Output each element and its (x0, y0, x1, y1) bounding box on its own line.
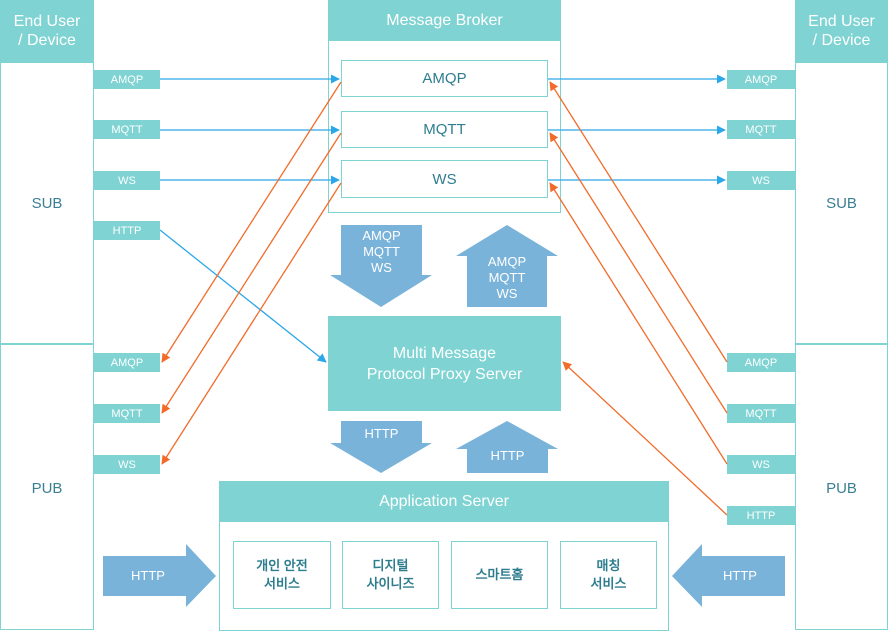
proxy-server: Multi Message Protocol Proxy Server (328, 316, 561, 411)
service-matching: 매칭 서비스 (560, 541, 657, 609)
right-sub-tag-ws: WS (727, 171, 795, 190)
right-pub-label: PUB (826, 480, 857, 497)
right-pub-tag-amqp: AMQP (727, 353, 795, 372)
http-up-label: HTTP (490, 448, 525, 463)
orange-arrow-right-ws-to-broker (549, 182, 728, 465)
right-pub-panel (795, 344, 888, 630)
http-left-label: HTTP (723, 568, 757, 583)
broker-header: Message Broker (328, 0, 561, 40)
right-pub-tag-mqtt: MQTT (727, 404, 795, 423)
orange-arrow-right-mqtt-to-broker (549, 132, 728, 414)
service-digital-signage: 디지털 사이니즈 (342, 541, 439, 609)
left-sub-tag-amqp: AMQP (94, 70, 160, 89)
http-left-block-arrow (672, 544, 785, 607)
left-pub-panel (0, 344, 94, 630)
right-sub-label: SUB (826, 195, 857, 212)
left-pub-tag-mqtt: MQTT (94, 404, 160, 423)
orange-arrow-right-amqp-to-broker (549, 81, 728, 363)
broker-down-label: AMQP MQTT WS (362, 228, 401, 275)
http-up-block-arrow (456, 421, 558, 473)
broker-amqp-box: AMQP (341, 60, 548, 97)
right-sub-panel (795, 62, 888, 344)
http-right-label: HTTP (131, 568, 165, 583)
orange-arrow-amqp-to-left-pub (161, 81, 342, 363)
left-sub-panel (0, 62, 94, 344)
right-device-header: End User / Device (795, 0, 888, 62)
left-sub-label: SUB (31, 195, 63, 212)
left-sub-tag-ws: WS (94, 171, 160, 190)
left-device-header: End User / Device (0, 0, 94, 62)
left-pub-label: PUB (31, 480, 63, 497)
broker-mqtt-box: MQTT (341, 111, 548, 148)
app-server-header: Application Server (219, 481, 669, 521)
service-personal-safety: 개인 안전 서비스 (233, 541, 331, 609)
broker-ws-box: WS (341, 160, 548, 198)
http-down-label: HTTP (364, 426, 399, 441)
broker-down-block-arrow (330, 225, 432, 307)
http-down-block-arrow (330, 421, 432, 473)
left-pub-tag-amqp: AMQP (94, 353, 160, 372)
orange-arrow-right-http-to-proxy (562, 361, 728, 516)
left-sub-tag-http: HTTP (94, 221, 160, 240)
right-pub-tag-http: HTTP (727, 506, 795, 525)
left-pub-tag-ws: WS (94, 455, 160, 474)
left-sub-tag-mqtt: MQTT (94, 120, 160, 139)
orange-arrow-ws-to-left-pub (161, 182, 342, 465)
right-sub-tag-mqtt: MQTT (727, 120, 795, 139)
blue-arrow-http-to-proxy (159, 229, 327, 363)
orange-arrow-mqtt-to-left-pub (161, 132, 342, 414)
broker-up-label: AMQP MQTT WS (487, 254, 527, 301)
service-smart-home: 스마트홈 (451, 541, 548, 609)
right-sub-tag-amqp: AMQP (727, 70, 795, 89)
http-right-block-arrow (103, 544, 216, 607)
right-pub-tag-ws: WS (727, 455, 795, 474)
broker-up-block-arrow (456, 225, 558, 307)
